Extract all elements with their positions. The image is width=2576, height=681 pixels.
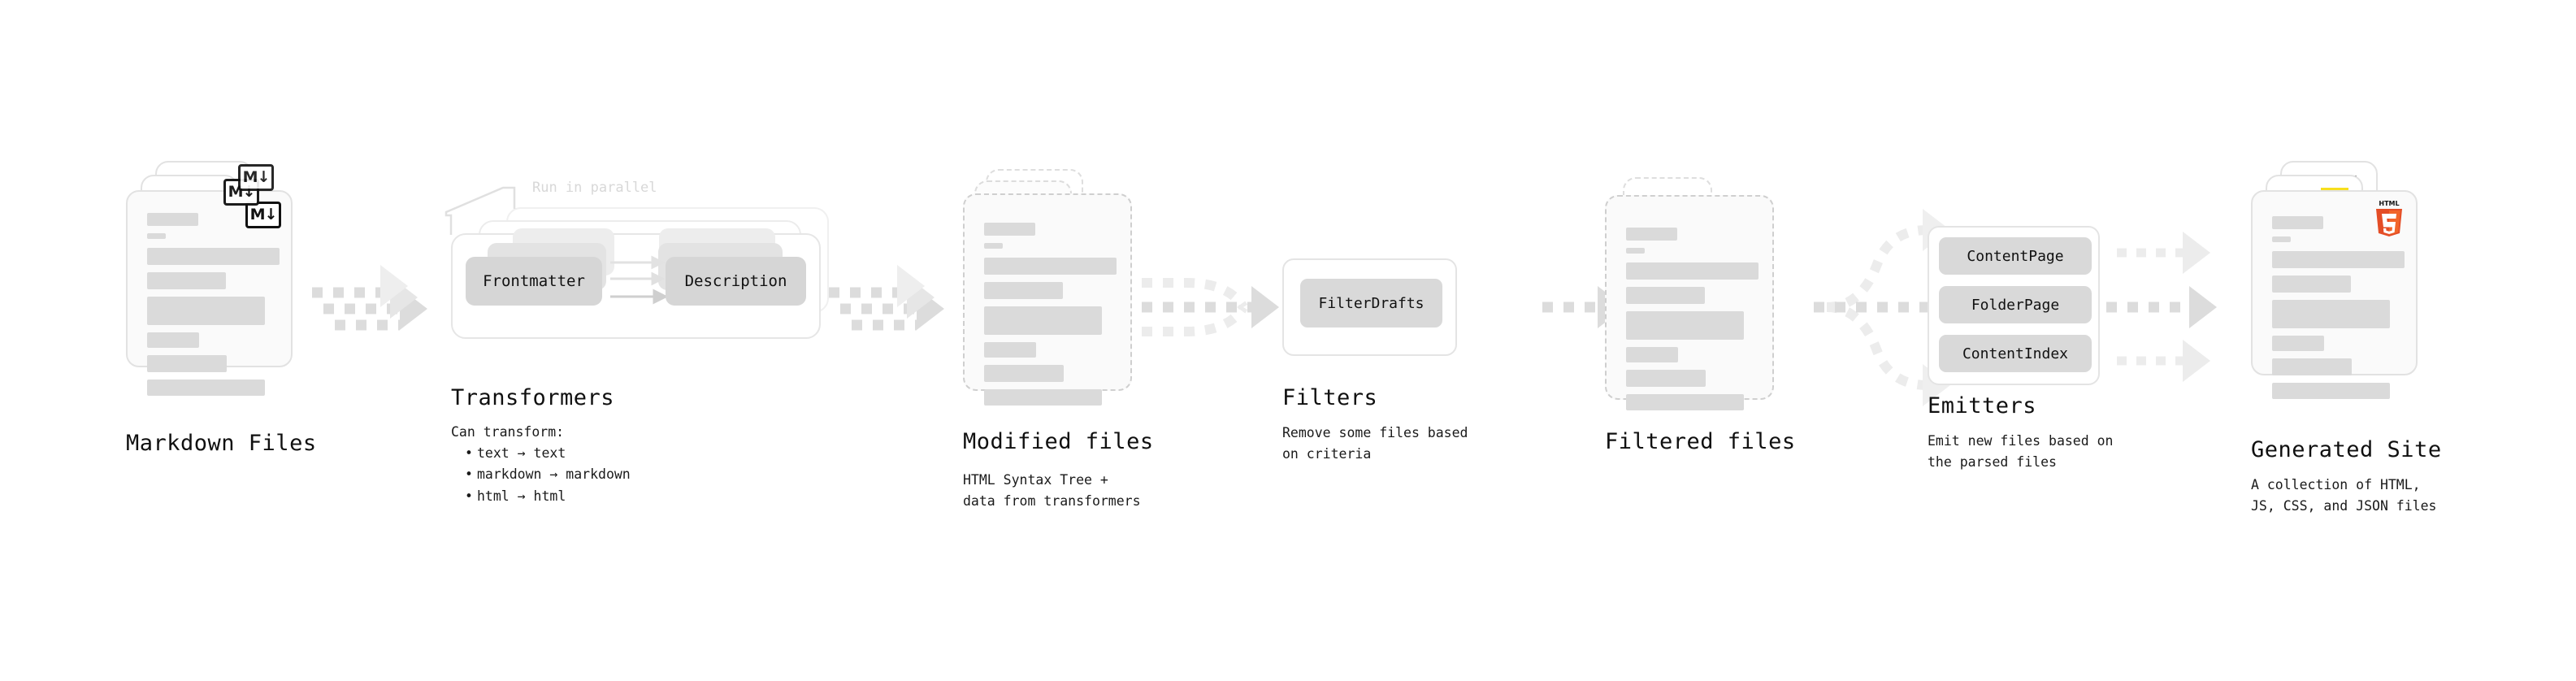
pill-contentpage[interactable]: ContentPage: [1939, 237, 2092, 275]
pill-contentindex[interactable]: ContentIndex: [1939, 335, 2092, 372]
svg-text:HTML: HTML: [2379, 200, 2399, 207]
markdown-badge-icon-back: M↓: [238, 164, 274, 191]
stage-filters-box: FilterDrafts: [1282, 258, 1457, 356]
site-card-front: HTML: [2251, 190, 2418, 399]
filtered-card-front: [1605, 195, 1774, 410]
modified-content-lines: [984, 223, 1117, 413]
pill-filterdrafts[interactable]: FilterDrafts: [1300, 279, 1442, 327]
run-in-parallel-bracket: [445, 186, 516, 235]
run-in-parallel-label: Run in parallel: [532, 180, 657, 196]
stage-emitters-box: ContentPage FolderPage ContentIndex: [1928, 226, 2100, 385]
arrow-markdown-to-transformers: [312, 265, 427, 331]
modified-files-subtitle: HTML Syntax Tree + data from transformer…: [963, 472, 1141, 509]
filters-title: Filters: [1282, 385, 1378, 410]
arrow-transformers-to-modified: [829, 265, 944, 331]
transformers-bullet-0: text → text: [465, 443, 631, 465]
pill-description[interactable]: Description: [666, 257, 806, 306]
generated-site-subtitle: A collection of HTML, JS, CSS, and JSON …: [2251, 477, 2437, 514]
filtered-content-lines: [1626, 228, 1759, 418]
markdown-files-title: Markdown Files: [126, 431, 317, 456]
emitters-subtitle: Emit new files based on the parsed files: [1928, 433, 2114, 470]
arrow-modified-to-filters: [1142, 278, 1279, 336]
filtered-files-title: Filtered files: [1605, 429, 1796, 454]
generated-site-title: Generated Site: [2251, 437, 2442, 462]
transformers-title: Transformers: [451, 385, 615, 410]
markdown-content-lines: [147, 213, 280, 403]
transformers-subtitle: Can transform:: [451, 424, 565, 440]
emitters-title: Emitters: [1928, 393, 2037, 419]
markdown-card-front: M↓: [126, 190, 293, 396]
transformer-inner-arrows: [610, 255, 669, 305]
html5-badge-icon: HTML: [2372, 198, 2406, 237]
markdown-badge-icon: M↓: [245, 202, 281, 228]
filters-subtitle: Remove some files based on criteria: [1282, 425, 1468, 462]
site-content-lines: [2272, 216, 2405, 406]
transformers-bullet-1: markdown → markdown: [465, 464, 631, 486]
modified-card-front: [963, 193, 1132, 406]
arrow-emitters-to-site: [2106, 232, 2217, 382]
pill-folderpage[interactable]: FolderPage: [1939, 286, 2092, 323]
transformers-bullet-2: html → html: [465, 486, 631, 508]
transformers-bullets: text → text markdown → markdown html → h…: [462, 443, 631, 508]
pill-frontmatter[interactable]: Frontmatter: [466, 257, 602, 306]
modified-files-title: Modified files: [963, 429, 1154, 454]
